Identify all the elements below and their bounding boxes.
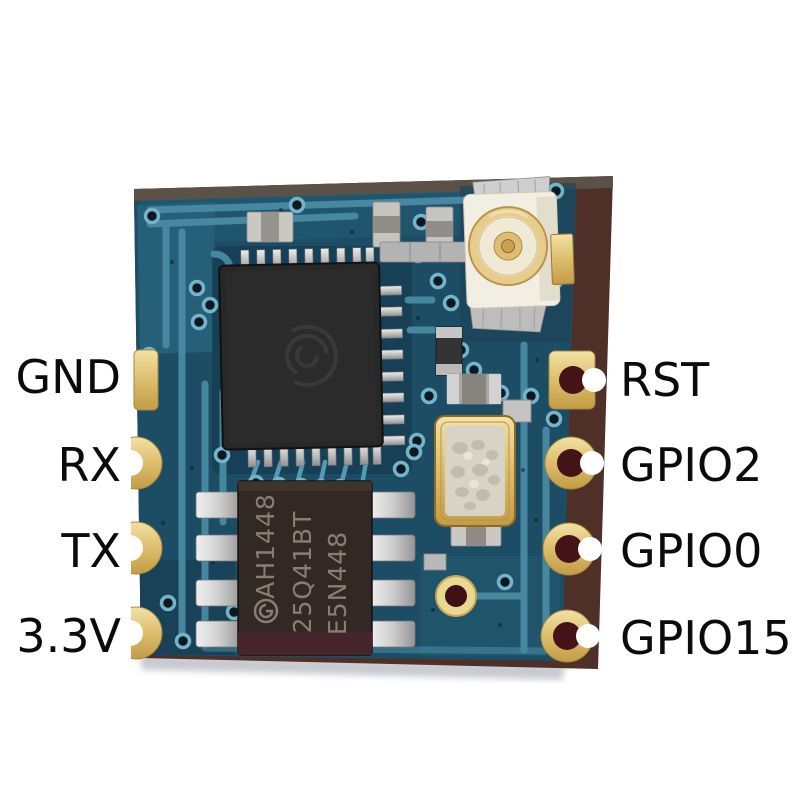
flash-marking-line1: AH1448: [251, 493, 280, 599]
crystal-frame-inner: [440, 421, 510, 521]
pin-label-tx: TX: [60, 524, 121, 578]
pad-gnd: [133, 349, 159, 411]
esp8266-soc-chip: [218, 247, 406, 468]
pin-label-gpio2: GPIO2: [620, 438, 762, 492]
left-castellated-pads: [96, 349, 163, 668]
pin-label-gpio0: GPIO0: [620, 524, 762, 578]
notch-gpio2: [580, 451, 604, 475]
pin-label-rx: RX: [58, 438, 121, 492]
ufl-antenna-connector: [462, 176, 575, 333]
pad-gpio0-hole: [555, 535, 583, 563]
flash-marking-line2: 25Q41BT: [288, 511, 317, 634]
smd-capacitor: [446, 373, 502, 405]
smd-dark-component: [435, 326, 463, 376]
pin-label-rst: RST: [620, 353, 710, 407]
pad-gpio15-hole: [553, 622, 581, 650]
flash-leads: [195, 491, 416, 648]
pin-label-gnd: GND: [16, 350, 121, 404]
pin-label-3v3: 3.3V: [16, 609, 121, 663]
smd-capacitor: [372, 201, 401, 248]
pin-labels-right: RST GPIO2 GPIO0 GPIO15: [620, 353, 792, 665]
crystal-highlights: [463, 452, 490, 488]
pad-gpio2-hole: [557, 449, 585, 477]
smd-capacitor: [425, 206, 454, 252]
notch-gpio0: [578, 537, 602, 561]
notch-gpio15: [576, 624, 600, 648]
smd-components: [246, 201, 502, 571]
notch-rx: [117, 450, 143, 476]
flash-marking-line3: E5N448: [323, 531, 352, 635]
pin-label-gpio15: GPIO15: [620, 611, 792, 665]
smd-tiny: [423, 553, 447, 571]
smd-resistor: [246, 211, 294, 243]
pin-labels-left: GND RX TX 3.3V: [16, 350, 122, 663]
soc-body-texture: [225, 268, 377, 444]
pad-rst-hole: [559, 366, 587, 394]
right-castellated-pads: [540, 350, 606, 663]
espressif-swirl-logo: [275, 324, 338, 387]
metal-strip: [379, 241, 471, 263]
mounting-hole: [435, 575, 477, 617]
notch-rst: [582, 368, 606, 392]
flash-body-top: [238, 481, 372, 491]
flash-body-bottom: [238, 632, 372, 655]
flash-memory-chip: AH1448 25Q41BT E5N448: [195, 480, 416, 656]
crystal-etching: [451, 440, 500, 510]
coax-socket: [468, 206, 549, 287]
notch-3v3: [117, 620, 143, 646]
flash-vendor-logo: [253, 598, 279, 624]
crystal-oscillator: [434, 399, 532, 527]
notch-tx: [117, 535, 143, 561]
connector-gold-tab: [550, 233, 575, 285]
